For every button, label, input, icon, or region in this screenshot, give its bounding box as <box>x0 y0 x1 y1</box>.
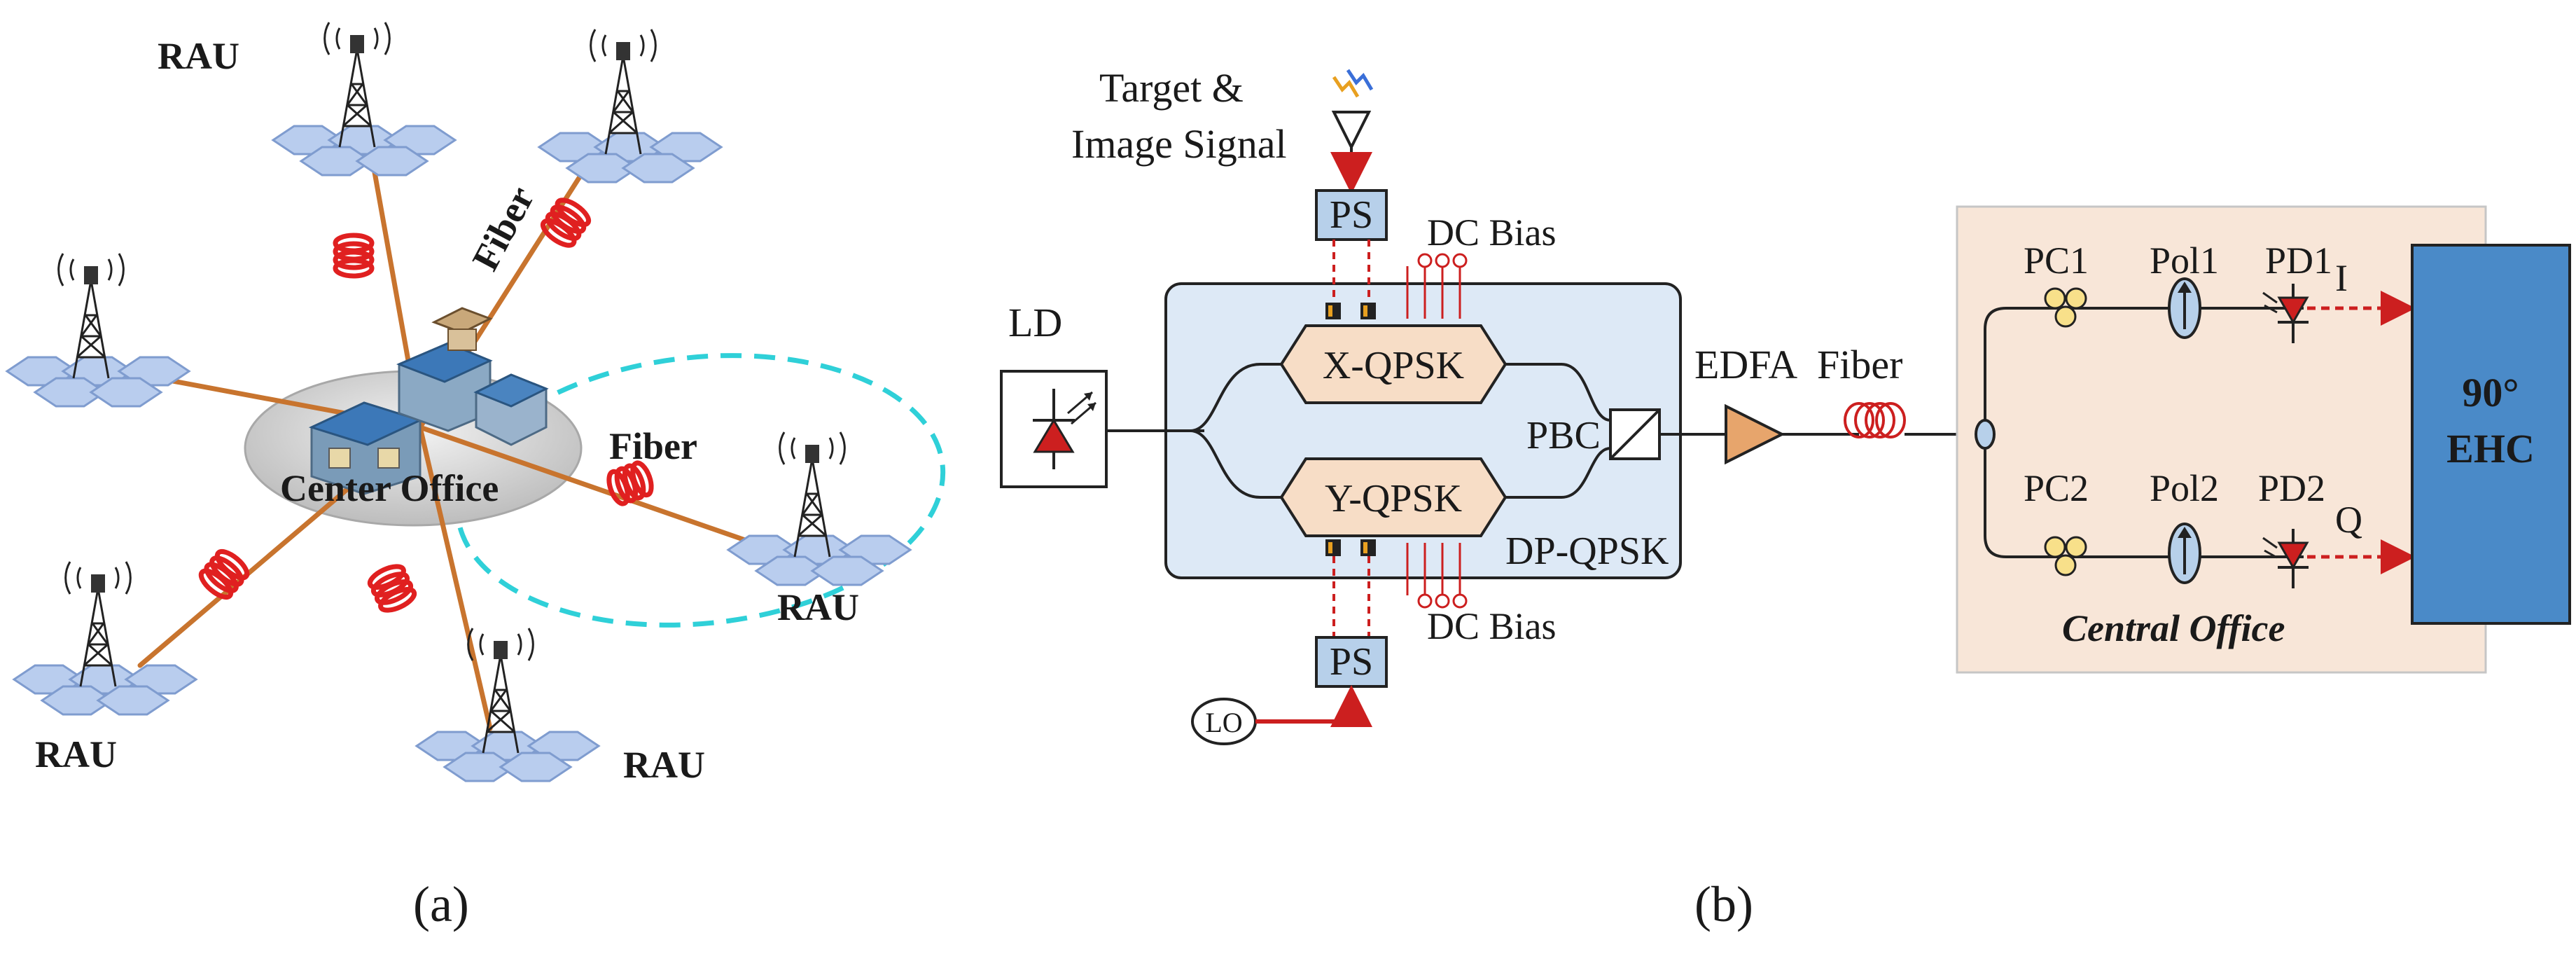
central-office-label: Central Office <box>2062 607 2285 649</box>
rau-site-top <box>271 22 457 177</box>
fiber-label-right: Fiber <box>609 425 697 467</box>
pc1-icon <box>2044 287 2087 328</box>
rau-site-left <box>5 253 191 408</box>
electrodes-top <box>1325 303 1376 319</box>
rau-site-bottom <box>415 628 601 782</box>
rau-label-right: RAU <box>777 586 859 628</box>
panel-a-network: RAU Fiber Fiber Center Office RAU RAU RA… <box>5 22 946 932</box>
coil-3 <box>606 460 654 506</box>
target-label-line1: Target & <box>1099 65 1244 111</box>
pol1-icon <box>2168 277 2201 339</box>
rau-site-top-right <box>537 29 723 184</box>
x-qpsk-label: X-QPSK <box>1323 344 1464 387</box>
y-qpsk-block <box>1279 457 1508 537</box>
coil-2 <box>540 198 592 248</box>
rau-label-bottom-left: RAU <box>35 733 117 775</box>
dc-bias-bottom-pins <box>1406 543 1468 609</box>
pd1-label: PD1 <box>2265 240 2332 282</box>
caption-b: (b) <box>1694 876 1753 932</box>
splitter <box>1975 419 1996 450</box>
pd2-icon <box>2262 529 2309 588</box>
coil-1 <box>333 233 375 279</box>
ehc-label-line1: 90° <box>2462 370 2519 415</box>
fiber-spool <box>1844 402 1906 438</box>
pbc-label: PBC <box>1526 414 1601 457</box>
electrodes-bottom <box>1325 539 1376 556</box>
ps-top-box <box>1315 189 1388 241</box>
dc-bias-top-label: DC Bias <box>1427 212 1557 254</box>
y-qpsk-label: Y-QPSK <box>1325 477 1462 520</box>
incoming-signal-icon <box>1332 69 1374 98</box>
edfa-amplifier <box>1725 403 1785 465</box>
pc2-label: PC2 <box>2024 467 2089 509</box>
pc1-label: PC1 <box>2024 240 2089 282</box>
coil-4 <box>198 548 250 600</box>
lo-arrow <box>1255 685 1372 727</box>
q-output-label: Q <box>2335 499 2362 541</box>
caption-a: (a) <box>413 876 469 932</box>
highlight-ellipse <box>454 353 946 628</box>
center-office-label: Center Office <box>280 467 499 509</box>
ehc-block <box>2411 244 2571 625</box>
rau-site-bottom-left <box>12 561 198 716</box>
waveguides <box>1190 363 1611 499</box>
pd1-icon <box>2262 284 2309 343</box>
fiber-coils <box>198 198 654 613</box>
target-label-line2: Image Signal <box>1071 121 1287 167</box>
dc-bias-top-pins <box>1406 253 1468 319</box>
pol2-icon <box>2168 523 2201 584</box>
pc2-icon <box>2044 536 2087 576</box>
ps-top-drive-lines <box>1332 240 1370 307</box>
pol1-label: Pol1 <box>2150 240 2219 282</box>
coil-5 <box>367 564 417 613</box>
center-office-building <box>308 307 549 495</box>
ps-bottom-label: PS <box>1330 640 1373 684</box>
edfa-label: EDFA <box>1694 342 1797 387</box>
lo-label: LO <box>1205 707 1242 738</box>
ps-bottom-drive-lines <box>1332 556 1370 637</box>
pbc-diagonal <box>1609 408 1661 460</box>
ehc-label-line2: EHC <box>2446 426 2535 471</box>
laser-diode-icon <box>1033 389 1096 469</box>
rau-label-top: RAU <box>158 35 239 77</box>
fiber-label-diagonal: Fiber <box>464 179 543 277</box>
fiber-label-b: Fiber <box>1817 342 1902 387</box>
pol2-label: Pol2 <box>2150 467 2219 509</box>
pd2-label: PD2 <box>2258 467 2325 509</box>
rau-label-bottom: RAU <box>623 744 705 786</box>
ps-bottom-box <box>1315 636 1388 688</box>
x-qpsk-block <box>1279 324 1508 404</box>
panel-b-system: Target & Image Signal PS DC Bias <box>1000 65 2571 932</box>
i-output-label: I <box>2335 257 2348 299</box>
dc-bias-bottom-label: DC Bias <box>1427 605 1557 647</box>
ld-label: LD <box>1008 300 1062 345</box>
dp-qpsk-label: DP-QPSK <box>1505 530 1669 573</box>
co-waveguides <box>1984 307 2304 558</box>
ps-top-label: PS <box>1330 193 1373 237</box>
rau-site-right <box>726 431 912 586</box>
antenna-icon <box>1331 111 1372 165</box>
